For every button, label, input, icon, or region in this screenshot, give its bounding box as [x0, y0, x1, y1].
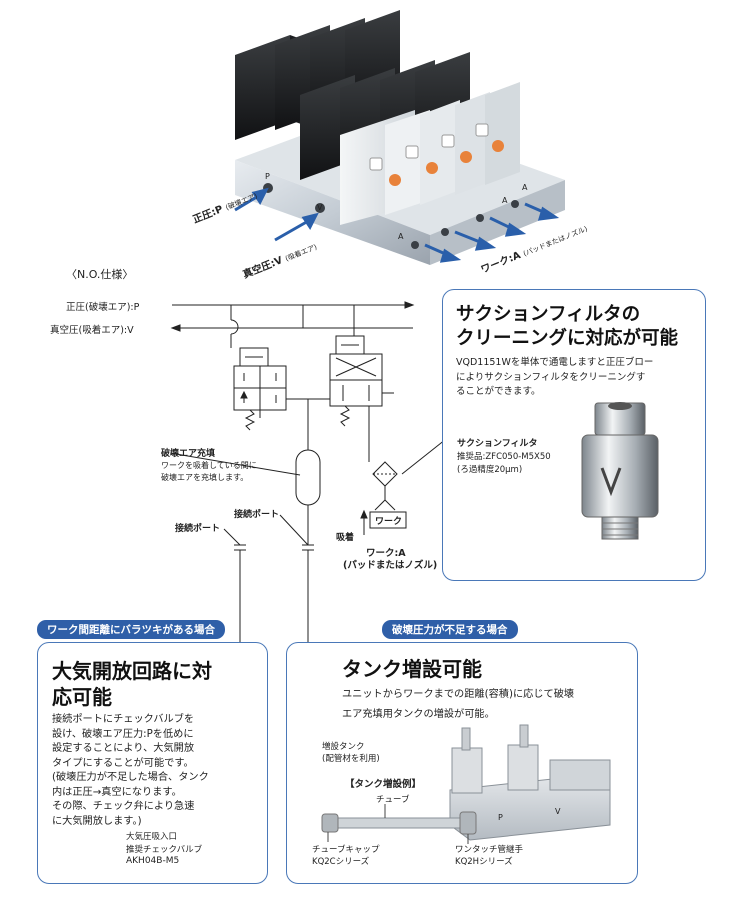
added-tank-label: 増設タンク [322, 742, 365, 752]
suction-filter-box [442, 289, 706, 581]
unit-port-p: P [498, 813, 503, 822]
left-box-desc: 接続ポートにチェックバルブを 設け、破壊エア圧力:Pを低めに 設定することにより… [52, 714, 209, 827]
intake-note: 大気圧吸入口 [126, 832, 178, 842]
tube-label: チューブ [376, 795, 410, 805]
fitting-series: KQ2Hシリーズ [455, 857, 513, 867]
tube-cap-label: チューブキャップ [312, 845, 380, 855]
port-a1-label: A [398, 232, 404, 241]
port-a3-label: A [522, 183, 528, 192]
port-v-label: V [317, 203, 323, 212]
right-box-tag: 破壊圧力が不足する場合 [382, 620, 518, 639]
unit-port-v: V [555, 807, 561, 816]
left-box-title-1: 大気開放回路に対 [52, 659, 212, 683]
left-box-title-2: 応可能 [52, 685, 112, 709]
atmosphere-release-box [37, 642, 268, 884]
product-photo: P V A A A [180, 0, 600, 270]
tank-desc-1: ワークを吸着している間に [161, 461, 257, 470]
filter-label-title: サクションフィルタ [457, 439, 538, 449]
work-sub-label: (パッドまたはノズル) [343, 560, 438, 571]
filter-label-1: 推奨品:ZFC050-M5X50 [457, 452, 551, 462]
fitting-label: ワンタッチ管継手 [455, 845, 524, 855]
filter-label-2: (ろ過精度20μm) [457, 465, 523, 475]
filter-title-2: クリーニングに対応が可能 [456, 328, 679, 349]
right-box-desc: ユニットからワークまでの距離(容積)に応じて破壊 エア充填用タンクの増設が可能。 [342, 689, 575, 720]
tank-example-heading: 【タンク増設例】 [345, 779, 422, 790]
line-p-label: 正圧(破壊エア):P [66, 302, 140, 313]
circuit-heading: 〈N.O.仕様〉 [66, 268, 134, 281]
line-v-label: 真空圧(吸着エア):V [50, 325, 134, 336]
tank-desc-2: 破壊エアを充填します。 [161, 473, 249, 482]
filter-desc: VQD1151Wを単体で通電しますと正圧ブロー によりサクションフィルタをクリー… [456, 357, 654, 398]
right-box-title: タンク増設可能 [342, 657, 482, 681]
left-box-tag: ワーク間距離にバラツキがある場合 [37, 620, 225, 639]
port-label-2: 接続ポート [234, 510, 280, 520]
suction-label: 吸着 [336, 533, 355, 543]
suction-filter-photo [570, 398, 670, 543]
added-tank-sub: (配管材を利用) [322, 754, 380, 764]
filter-title-1: サクションフィルタの [456, 304, 641, 325]
port-p-label: P [265, 172, 270, 181]
work-label: ワーク:A [366, 548, 406, 559]
check-valve-note: 推奨チェックバルブ [126, 845, 203, 855]
tank-title: 破壊エア充填 [161, 449, 216, 459]
work-box-label: ワーク [375, 517, 403, 527]
tube-cap-series: KQ2Cシリーズ [312, 857, 370, 867]
check-valve-model: AKH04B-M5 [126, 856, 180, 866]
port-label-1: 接続ポート [175, 524, 221, 534]
tank-example-illustration [300, 720, 620, 870]
port-a2-label: A [502, 196, 508, 205]
